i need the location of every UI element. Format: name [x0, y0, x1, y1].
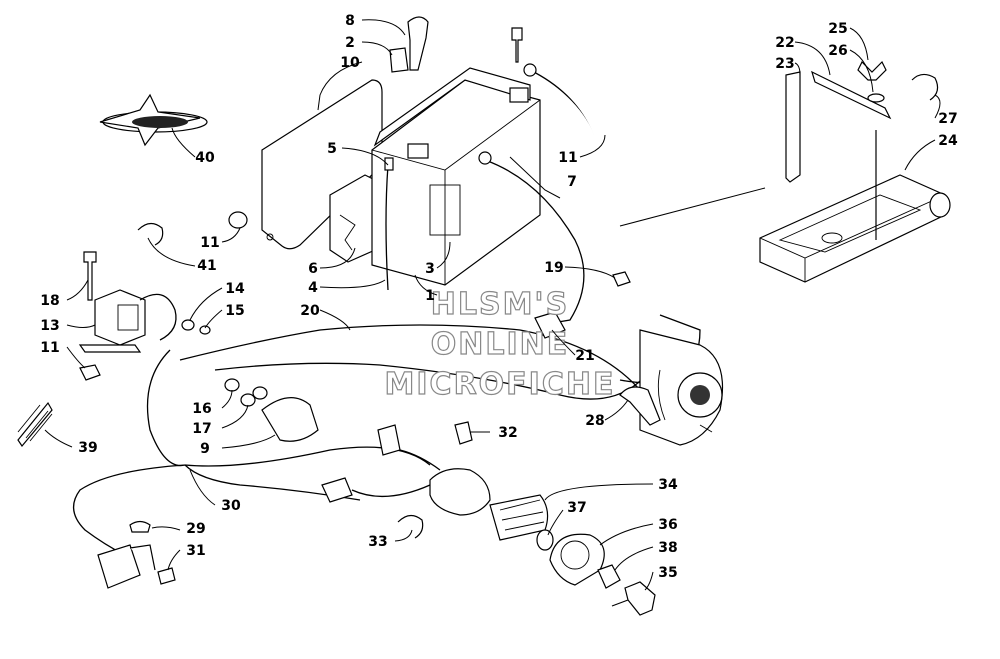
callout-32: 32 — [498, 425, 517, 441]
cable-clip-part — [137, 222, 164, 246]
solenoid-nut-part — [79, 364, 101, 381]
cover-nut-part — [228, 211, 248, 229]
callout-4: 4 — [308, 280, 318, 296]
solenoid-bolt-part — [83, 251, 97, 301]
callout-29: 29 — [186, 521, 205, 537]
callout-3: 3 — [425, 261, 435, 277]
callout-39: 39 — [78, 440, 97, 456]
wiring-harness-part — [73, 349, 431, 556]
callout-30: 30 — [221, 498, 241, 514]
callout-11-bottom: 11 — [40, 340, 59, 356]
cable-tie-part — [619, 386, 661, 426]
wing-nut-part — [857, 60, 887, 81]
battery-part — [371, 67, 541, 286]
hold-down-strap-part — [811, 70, 892, 120]
battery-tray-part — [759, 130, 951, 283]
callout-13: 13 — [40, 318, 59, 334]
battery-strap-part — [785, 71, 801, 183]
connector-part — [377, 424, 401, 456]
callout-31: 31 — [186, 543, 205, 559]
switch-washer-part — [536, 529, 554, 551]
battery-bolt-part — [511, 27, 523, 63]
callout-labels: 8 2 10 5 11 7 11 41 6 3 4 1 19 18 13 11 … — [40, 13, 958, 581]
spring-part — [17, 401, 53, 448]
callout-10: 10 — [340, 55, 360, 71]
switch-nut-part — [597, 564, 621, 589]
fuse-cap-part — [129, 520, 151, 533]
callout-7: 7 — [567, 174, 577, 190]
switch-bezel-part — [549, 533, 605, 586]
vent-tube-part — [385, 164, 389, 291]
ignition-switch-part — [429, 468, 549, 541]
fuse-holder-part — [97, 544, 141, 589]
callout-24: 24 — [938, 133, 958, 149]
callout-6: 6 — [308, 261, 318, 277]
callout-19: 19 — [544, 260, 563, 276]
callout-41: 41 — [197, 258, 216, 274]
callout-9: 9 — [200, 441, 210, 457]
callout-14: 14 — [225, 281, 245, 297]
vent-cap-part — [389, 47, 409, 73]
vent-fitting-part — [384, 157, 394, 171]
callout-26: 26 — [828, 43, 847, 59]
callout-18: 18 — [40, 293, 59, 309]
callout-12: 11 — [558, 150, 577, 166]
callout-11-top: 11 — [200, 235, 219, 251]
callout-21: 21 — [575, 348, 594, 364]
watermark: HLSM'S ONLINE MICROFICHE — [384, 286, 616, 402]
positive-cable-part — [484, 159, 585, 326]
callout-28: 28 — [585, 413, 604, 429]
callout-40: 40 — [195, 150, 215, 166]
nut-part-15 — [199, 325, 211, 335]
terminal-cover-part — [261, 397, 319, 442]
callout-5: 5 — [327, 141, 337, 157]
callout-15: 15 — [225, 303, 244, 319]
callout-23: 23 — [775, 56, 794, 72]
callout-36: 36 — [658, 517, 677, 533]
retaining-clip-part — [911, 73, 939, 101]
fuse-part — [157, 567, 176, 585]
callout-33: 33 — [368, 534, 387, 550]
leader-lines — [44, 19, 941, 591]
callout-25: 25 — [828, 21, 847, 37]
callout-27: 27 — [938, 111, 957, 127]
ignition-key-part — [624, 581, 656, 616]
callout-20: 20 — [300, 303, 320, 319]
terminal-boot-part — [407, 16, 429, 71]
snap-ring-part — [397, 514, 424, 539]
watermark-line-2: ONLINE — [431, 327, 570, 362]
callout-2: 2 — [345, 35, 355, 51]
callout-37: 37 — [567, 500, 586, 516]
callout-17: 17 — [192, 421, 211, 437]
starter-cable-part — [179, 324, 641, 391]
washer-part — [867, 93, 885, 103]
reference-line — [619, 187, 766, 227]
callout-8: 8 — [345, 13, 355, 29]
callout-16: 16 — [192, 401, 211, 417]
watermark-line-1: HLSM'S — [431, 287, 569, 322]
callout-22: 22 — [775, 35, 794, 51]
callout-1: 1 — [425, 288, 435, 304]
lock-washer-part — [181, 319, 195, 331]
starter-motor-part — [639, 329, 724, 446]
callout-34: 34 — [658, 477, 678, 493]
washer-part-17 — [240, 393, 256, 407]
nut-part-16 — [224, 378, 240, 392]
starter-solenoid-part — [78, 289, 177, 353]
callout-38: 38 — [658, 540, 677, 556]
decal-logo-part — [99, 93, 208, 147]
starter-cable-part-2 — [214, 362, 651, 400]
callout-35: 35 — [658, 565, 677, 581]
watermark-line-3: MICROFICHE — [385, 367, 616, 402]
starter-boot-part — [534, 311, 566, 339]
starter-nut-part — [612, 271, 631, 287]
